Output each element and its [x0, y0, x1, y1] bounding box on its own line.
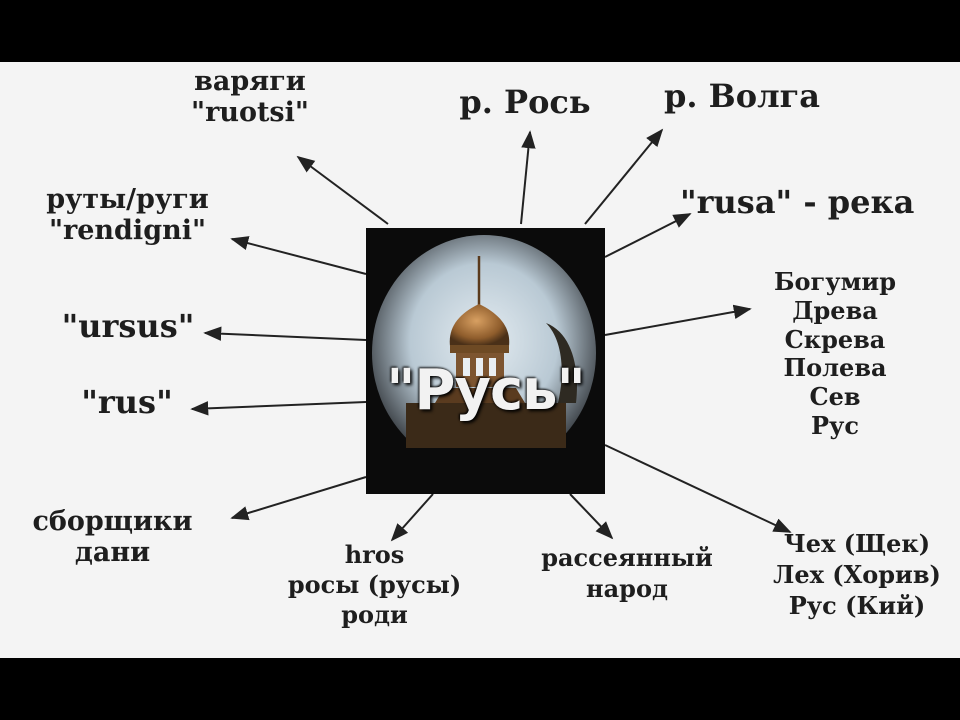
arrow-chekh [604, 444, 792, 533]
label-line: р. Волга [664, 77, 820, 115]
label-line: Скрева [784, 324, 886, 354]
label-sborshchiki: сборщики дани [5, 506, 220, 568]
arrow-rusa-reka [604, 213, 692, 258]
label-line: Лех (Хорив) [773, 560, 941, 590]
center-node-rus: "Русь" [366, 228, 605, 494]
diagram-canvas: "Русь" варяги "ruotsi" р. Рось р. Волга … [0, 62, 960, 658]
church-dome-picture [366, 228, 605, 494]
label-line: "rusa" - река [680, 183, 915, 221]
label-line: Сев [809, 382, 861, 412]
label-volga: р. Волга [652, 78, 832, 115]
label-line: Полева [783, 353, 887, 383]
label-line: народ [586, 574, 668, 604]
label-line: "rus" [81, 383, 173, 421]
label-line: р. Рось [459, 83, 591, 121]
arrow-sborshchiki [230, 476, 367, 521]
arrow-hros [390, 493, 434, 542]
arrow-ursus [203, 326, 367, 341]
label-line: Древа [792, 295, 878, 325]
label-ros-river: р. Рось [440, 84, 610, 121]
label-line: Рус [810, 410, 860, 440]
arrow-rasseyanny [569, 493, 614, 540]
label-bogumir: Богумир Древа Скрева Полева Сев Рус [750, 267, 920, 441]
label-line: hros [344, 540, 405, 569]
arrow-ros-river [520, 130, 536, 225]
label-line: "rendigni" [48, 215, 207, 247]
label-line: варяги [194, 66, 306, 97]
label-line: Богумир [773, 267, 896, 296]
arrow-layer [190, 128, 792, 542]
label-rusa-reka: "rusa" - река [680, 183, 915, 221]
label-line: руты/руги [46, 184, 209, 215]
label-line: "ursus" [61, 307, 195, 345]
label-hros: hros росы (русы) роди [262, 540, 487, 630]
center-title: "Русь" [386, 358, 586, 423]
label-rasseyanny: рассеянный народ [512, 542, 742, 604]
label-varyagi: варяги "ruotsi" [160, 66, 340, 128]
label-line: рассеянный [541, 543, 713, 572]
arrow-varyagi [296, 155, 389, 225]
arrow-ruty [230, 236, 367, 275]
label-line: дани [74, 537, 151, 569]
label-chekh: Чех (Щек) Лех (Хорив) Рус (Кий) [762, 528, 952, 622]
label-line: роди [341, 600, 408, 629]
label-ursus: "ursus" [48, 308, 208, 345]
label-rus-latin: "rus" [62, 384, 192, 421]
label-line: Чех (Щек) [783, 529, 931, 558]
arrow-bogumir [604, 304, 752, 336]
arrow-volga [584, 128, 664, 225]
label-line: "ruotsi" [191, 97, 309, 129]
label-line: росы (русы) [287, 570, 462, 599]
label-ruty: руты/руги "rendigni" [20, 184, 235, 246]
arrow-rus-latin [190, 401, 367, 416]
label-line: сборщики [32, 506, 193, 537]
label-line: Рус (Кий) [788, 591, 926, 621]
